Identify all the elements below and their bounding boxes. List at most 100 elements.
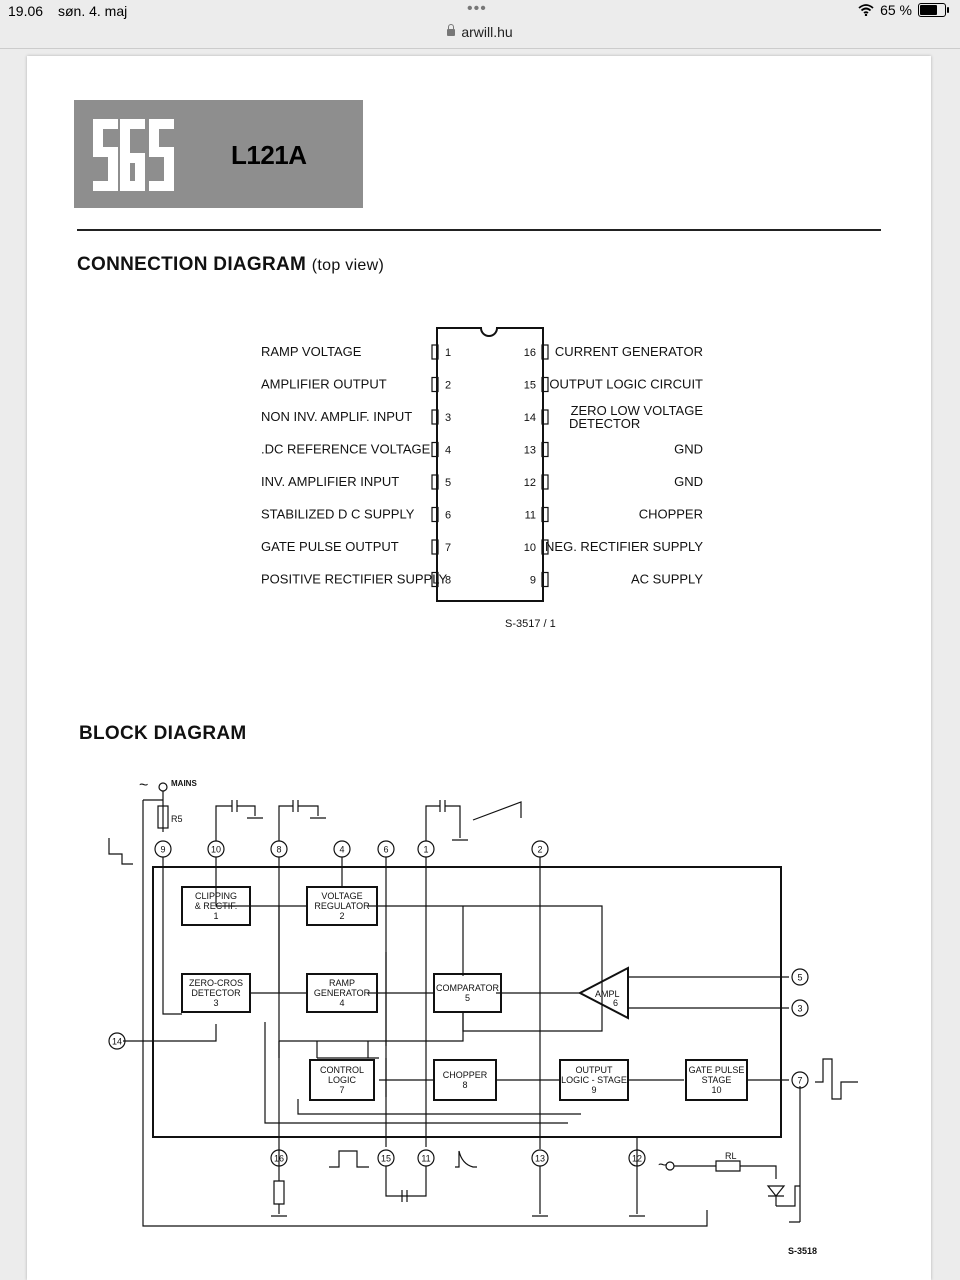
- node-1-label: 1: [423, 845, 428, 855]
- clipping-rectif-block-text-3: 1: [213, 911, 218, 921]
- node-16-label: 16: [274, 1154, 284, 1164]
- node-2-label: 2: [537, 845, 542, 855]
- pin-15-lead: [541, 376, 549, 393]
- node-5-label: 5: [797, 973, 802, 983]
- ac-tilde-icon: ~: [658, 1157, 667, 1174]
- node-13-label: 13: [535, 1154, 545, 1164]
- pin-13-number: 13: [524, 445, 536, 457]
- pin-9-lead: [541, 571, 549, 588]
- pin-1-label: RAMP VOLTAGE: [261, 344, 362, 359]
- node-8: 8: [270, 840, 288, 858]
- pin-15-label: OUTPUT LOGIC CIRCUIT: [549, 377, 703, 392]
- header-rule: [77, 229, 881, 231]
- square-wave-icon: [108, 838, 133, 865]
- gate-pulse-waveform-icon: [815, 1058, 858, 1100]
- more-dots-icon[interactable]: •••: [467, 0, 487, 17]
- pin-2-lead: [431, 376, 439, 393]
- output-logic-stage-block-text-3: 9: [591, 1085, 596, 1095]
- node-15-label: 15: [381, 1154, 391, 1164]
- connection-subtitle: (top view): [311, 257, 385, 274]
- battery-percent: 65 %: [880, 2, 912, 18]
- comparator-block-text-1: COMPARATOR: [436, 983, 500, 993]
- node-1: 1: [417, 840, 435, 858]
- pin-14-label: ZERO LOW VOLTAGE: [571, 403, 704, 418]
- pin-9-number: 9: [530, 575, 536, 587]
- node-6-label: 6: [383, 845, 388, 855]
- lock-icon: [447, 24, 456, 36]
- voltage-regulator-block-text-3: 2: [339, 911, 344, 921]
- mains-terminal: [158, 782, 168, 792]
- rs-label: R5: [171, 814, 183, 824]
- voltage-regulator-block-text-2: REGULATOR: [314, 901, 370, 911]
- connection-figure-code: S-3517 / 1: [505, 618, 556, 630]
- pin-7-label: GATE PULSE OUTPUT: [261, 539, 399, 554]
- node-14-label: 14: [112, 1037, 122, 1047]
- chopper-pulse-icon: [455, 1150, 477, 1168]
- node-7-label: 7: [797, 1076, 802, 1086]
- output-logic-stage-block-text-2: LOGIC - STAGE: [561, 1075, 627, 1085]
- pin-2-label: AMPLIFIER OUTPUT: [261, 377, 387, 392]
- node-11-label: 11: [421, 1154, 430, 1164]
- pin-10-number: 10: [524, 542, 536, 554]
- pin-12-lead: [541, 474, 549, 490]
- ramp-generator-block-text-2: GENERATOR: [314, 988, 371, 998]
- pin-14-number: 14: [524, 412, 536, 424]
- zero-cross-detector-block-text-2: DETECTOR: [191, 988, 241, 998]
- node-12: 12: [628, 1149, 646, 1167]
- pin-10-label: NEG. RECTIFIER SUPPLY: [545, 539, 703, 554]
- pin-6-label: STABILIZED D C SUPPLY: [261, 507, 415, 522]
- pin-16-label: CURRENT GENERATOR: [555, 344, 703, 359]
- pin-11-lead: [541, 506, 549, 523]
- pin-4-number: 4: [445, 445, 451, 457]
- rl-label: RL: [725, 1151, 737, 1161]
- toolbar-divider: [0, 48, 960, 49]
- pin-15-number: 15: [524, 380, 536, 392]
- wifi-icon: [858, 4, 874, 16]
- pin-4-lead: [431, 441, 439, 458]
- node-14: 14: [108, 1032, 126, 1050]
- node-9: 9: [154, 840, 172, 858]
- connection-diagram-heading: CONNECTION DIAGRAM (top view): [77, 254, 384, 276]
- pin-5-lead: [431, 474, 439, 490]
- pin-11-number: 11: [525, 510, 536, 522]
- pin-1-number: 1: [445, 347, 451, 359]
- node-12-label: 12: [632, 1154, 642, 1164]
- pin-13-label: GND: [674, 442, 703, 457]
- pin-5-label: INV. AMPLIFIER INPUT: [261, 474, 399, 489]
- node-4-label: 4: [339, 845, 344, 855]
- pin-13-lead: [541, 441, 549, 458]
- pin-16-number: 16: [524, 347, 536, 359]
- url-bar[interactable]: arwill.hu: [0, 24, 960, 46]
- block-title: BLOCK DIAGRAM: [79, 723, 247, 744]
- pin-14-label-line2: DETECTOR: [569, 416, 640, 431]
- node-2: 2: [531, 840, 549, 858]
- node-8-label: 8: [276, 845, 281, 855]
- pin-3-lead: [431, 409, 439, 425]
- url-text: arwill.hu: [461, 24, 513, 40]
- square-pulse-icon: [329, 1150, 369, 1168]
- node-3-label: 3: [797, 1004, 802, 1014]
- pin-7-number: 7: [445, 542, 451, 554]
- pin-6-number: 6: [445, 510, 451, 522]
- node-16: 16: [270, 1149, 288, 1167]
- control-logic-block-text-1: CONTROL: [320, 1065, 364, 1075]
- ramp-waveform-icon: [472, 801, 522, 821]
- pin-7-lead: [431, 539, 439, 555]
- pin-11-label: CHOPPER: [639, 507, 703, 522]
- comparator-block-text-2: 5: [465, 993, 470, 1003]
- ic-package-outline: [436, 327, 544, 602]
- gate-pulse-stage-block-text-3: 10: [711, 1085, 721, 1095]
- node-13: 13: [531, 1149, 549, 1167]
- ramp-generator-block-text-3: 4: [339, 998, 344, 1008]
- clipping-rectif-block: CLIPPING& RECTIF.1: [181, 886, 251, 926]
- connection-title: CONNECTION DIAGRAM: [77, 254, 307, 275]
- ic-boundary: [152, 866, 782, 1138]
- pin-9-label: AC SUPPLY: [631, 572, 703, 587]
- rs-resistor: [157, 805, 169, 829]
- sgs-logo: [93, 119, 174, 191]
- pin-5-number: 5: [445, 477, 451, 489]
